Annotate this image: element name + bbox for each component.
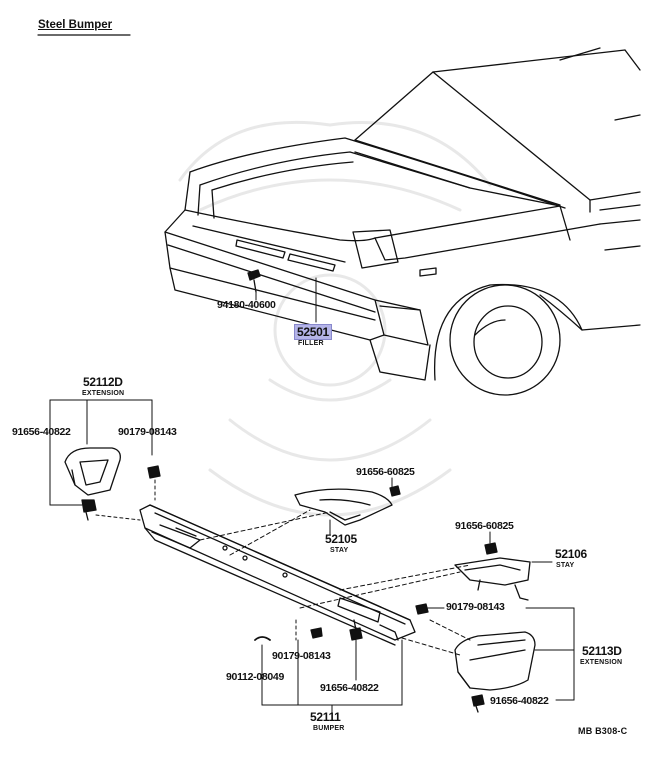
watermark-emblem	[178, 120, 492, 517]
nut-90179-left-icon	[147, 465, 161, 479]
extension-52113d-shape	[454, 631, 536, 691]
diagram-code: MB B308-C	[578, 726, 628, 736]
part-label-90112[interactable]: 90112-08049	[226, 671, 285, 683]
part-number-52111[interactable]: 52111	[310, 710, 341, 724]
part-number-52105[interactable]: 52105	[325, 532, 357, 546]
extension-52112d-shape	[64, 447, 121, 496]
nut-90179-right-icon	[415, 603, 429, 615]
part-name-extension-left: EXTENSION	[82, 390, 125, 397]
bolt-91656-60825-a-icon	[389, 485, 401, 497]
part-name-filler: FILLER	[298, 340, 324, 347]
bolt-94180-icon	[247, 269, 261, 293]
part-label-91656-60825-a[interactable]: 91656-60825	[356, 466, 415, 478]
part-label-90179-left[interactable]: 90179-08143	[118, 426, 177, 438]
part-name-extension-right: EXTENSION	[580, 659, 623, 666]
part-name-stay-right: STAY	[556, 562, 575, 569]
bolt-91656-left-icon	[81, 499, 97, 521]
car-body-outline	[164, 47, 641, 396]
bolt-91656-60825-b-icon	[484, 542, 498, 555]
part-name-stay-left: STAY	[330, 547, 349, 554]
bumper-52111-shape	[139, 504, 416, 646]
stay-52105-shape	[294, 488, 393, 526]
part-label-91656-left[interactable]: 91656-40822	[12, 426, 71, 438]
part-label-91656-right[interactable]: 91656-40822	[490, 695, 549, 707]
part-number-52112d[interactable]: 52112D	[83, 375, 123, 389]
part-number-52501[interactable]: 52501	[294, 324, 332, 340]
diagram-title: Steel Bumper	[38, 19, 113, 31]
bolt-91656-right-icon	[471, 694, 485, 713]
part-label-91656-60825-b[interactable]: 91656-60825	[455, 520, 514, 532]
stay-52106-shape	[454, 557, 531, 601]
part-label-90179-right[interactable]: 90179-08143	[446, 601, 505, 613]
part-number-52106[interactable]: 52106	[555, 547, 587, 561]
part-label-91656-bottom[interactable]: 91656-40822	[320, 682, 379, 694]
part-label-94180[interactable]: 94180-40600	[217, 299, 276, 311]
part-number-52113d[interactable]: 52113D	[582, 644, 622, 658]
part-label-90179-bottom[interactable]: 90179-08143	[272, 650, 331, 662]
nut-90179-bottom-icon	[310, 627, 323, 639]
bolt-91656-bottom-icon	[349, 619, 363, 641]
washer-90112-icon	[254, 636, 271, 641]
part-name-bumper: BUMPER	[313, 725, 345, 732]
